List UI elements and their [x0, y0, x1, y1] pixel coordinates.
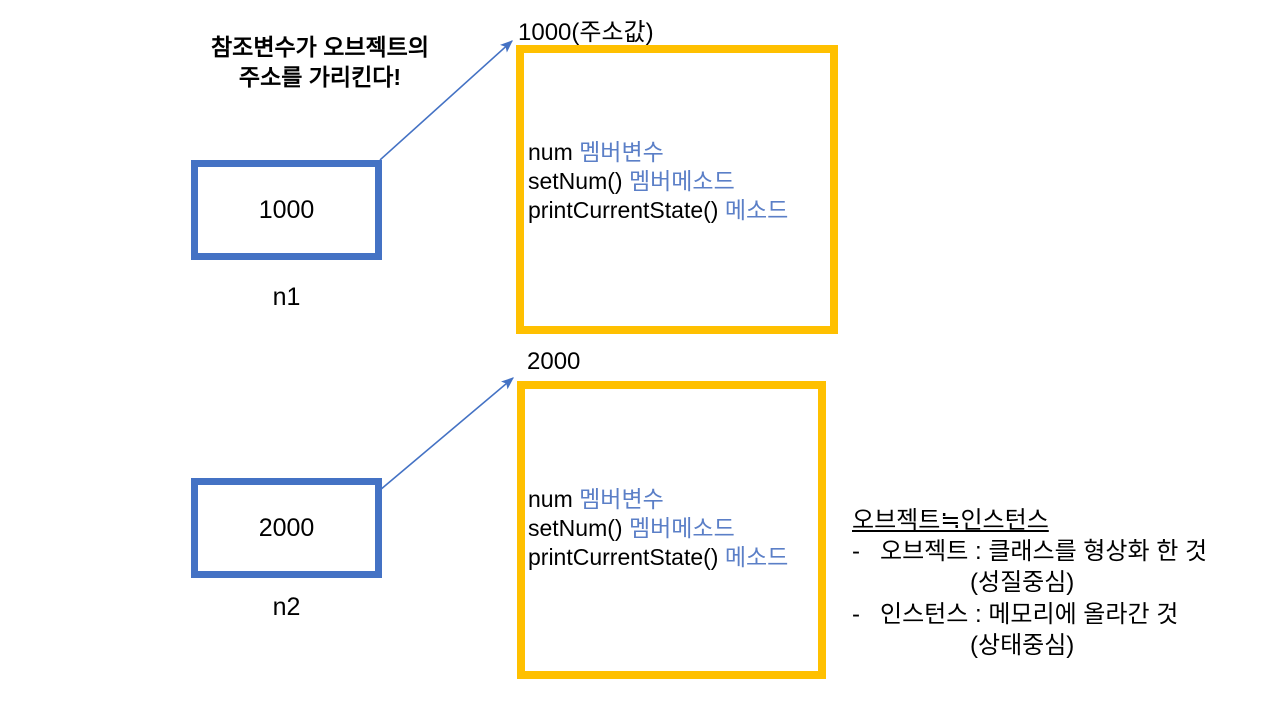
pointer-arrow-n2 — [379, 377, 514, 491]
object-member-row: printCurrentState() 메소드 — [528, 196, 788, 225]
note-item-sub: (상태중심) — [970, 631, 1075, 659]
object-members-2000: num 멤버변수 setNum() 멤버메소드 printCurrentStat… — [528, 485, 788, 573]
note-item-sub: (성질중심) — [970, 569, 1075, 597]
member-code: setNum() — [528, 168, 623, 195]
member-annotation: 멤버변수 — [579, 486, 664, 512]
object-member-row: setNum() 멤버메소드 — [528, 514, 788, 543]
member-annotation: 멤버메소드 — [628, 168, 735, 195]
object-member-row: printCurrentState() 메소드 — [528, 543, 788, 572]
object-members-1000: num 멤버변수 setNum() 멤버메소드 printCurrentStat… — [528, 138, 788, 226]
concept-note: 오브젝트≒인스턴스 -오브젝트 : 클래스를 형상화 한 것 (성질중심) -인… — [852, 505, 1207, 661]
reference-label-n1: n1 — [272, 283, 301, 311]
note-item-text: 오브젝트 : 클래스를 형상화 한 것 — [880, 538, 1208, 566]
object-box-2000 — [517, 381, 826, 679]
member-code: setNum() — [528, 515, 623, 542]
object-member-row: num 멤버변수 — [528, 485, 788, 514]
member-code: printCurrentState() — [528, 197, 719, 224]
member-annotation: 멤버메소드 — [628, 515, 735, 542]
pointer-caption-line-2: 주소를 가리킨다! — [238, 64, 402, 91]
object-member-row: setNum() 멤버메소드 — [528, 167, 788, 196]
member-annotation: 멤버변수 — [579, 139, 664, 165]
reference-box-n1: 1000 — [191, 160, 382, 260]
pointer-caption-line-1: 참조변수가 오브젝트의 — [211, 34, 429, 60]
note-item: -인스턴스 : 메모리에 올라간 것 — [852, 599, 1207, 630]
object-box-1000 — [516, 45, 838, 334]
note-item-text: 인스턴스 : 메모리에 올라간 것 — [880, 600, 1179, 628]
note-item: -오브젝트 : 클래스를 형상화 한 것 — [852, 536, 1207, 567]
reference-value-n1: 1000 — [258, 195, 315, 224]
member-annotation: 메소드 — [724, 197, 789, 224]
reference-box-n2: 2000 — [191, 478, 382, 578]
member-code: printCurrentState() — [528, 544, 719, 571]
note-heading: 오브젝트≒인스턴스 — [852, 507, 1049, 534]
note-bullet-dash: - — [852, 538, 860, 566]
member-annotation: 메소드 — [724, 544, 789, 571]
member-code: num — [528, 139, 573, 165]
reference-label-n2: n2 — [272, 593, 301, 621]
pointer-caption: 참조변수가 오브젝트의 주소를 가리킨다! — [170, 32, 470, 93]
object-address-label-2000: 2000 — [527, 348, 581, 375]
note-bullet-dash: - — [852, 600, 860, 628]
reference-value-n2: 2000 — [258, 513, 315, 542]
member-code: num — [528, 486, 573, 512]
object-member-row: num 멤버변수 — [528, 138, 788, 167]
object-address-label-1000: 1000(주소값) — [518, 19, 654, 46]
